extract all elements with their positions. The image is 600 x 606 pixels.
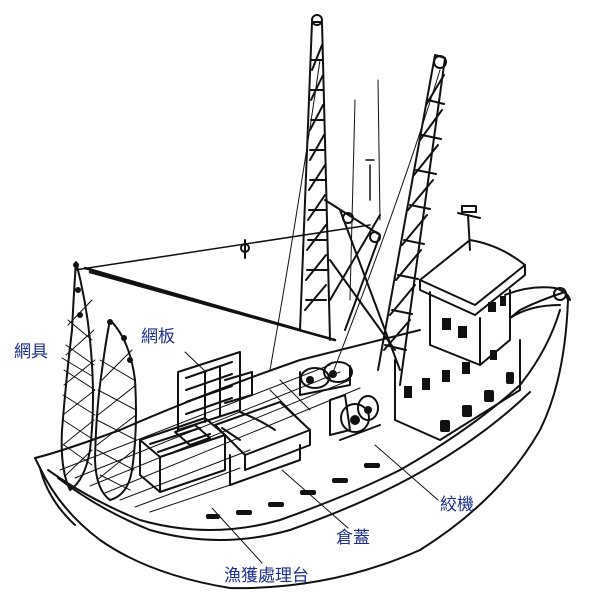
net	[62, 262, 136, 500]
label-otter-board: 網板	[141, 327, 175, 347]
leader-lines	[62, 352, 438, 563]
label-winch: 絞機	[440, 495, 474, 515]
catch-processing-table	[140, 418, 225, 492]
label-catch-processing-table: 漁獲處理台	[224, 566, 309, 586]
hull	[35, 287, 570, 588]
winch	[300, 362, 380, 440]
label-hatch-cover: 倉蓋	[336, 528, 370, 548]
label-net: 網具	[14, 342, 48, 362]
booms	[75, 15, 446, 385]
otter-board	[178, 352, 252, 430]
